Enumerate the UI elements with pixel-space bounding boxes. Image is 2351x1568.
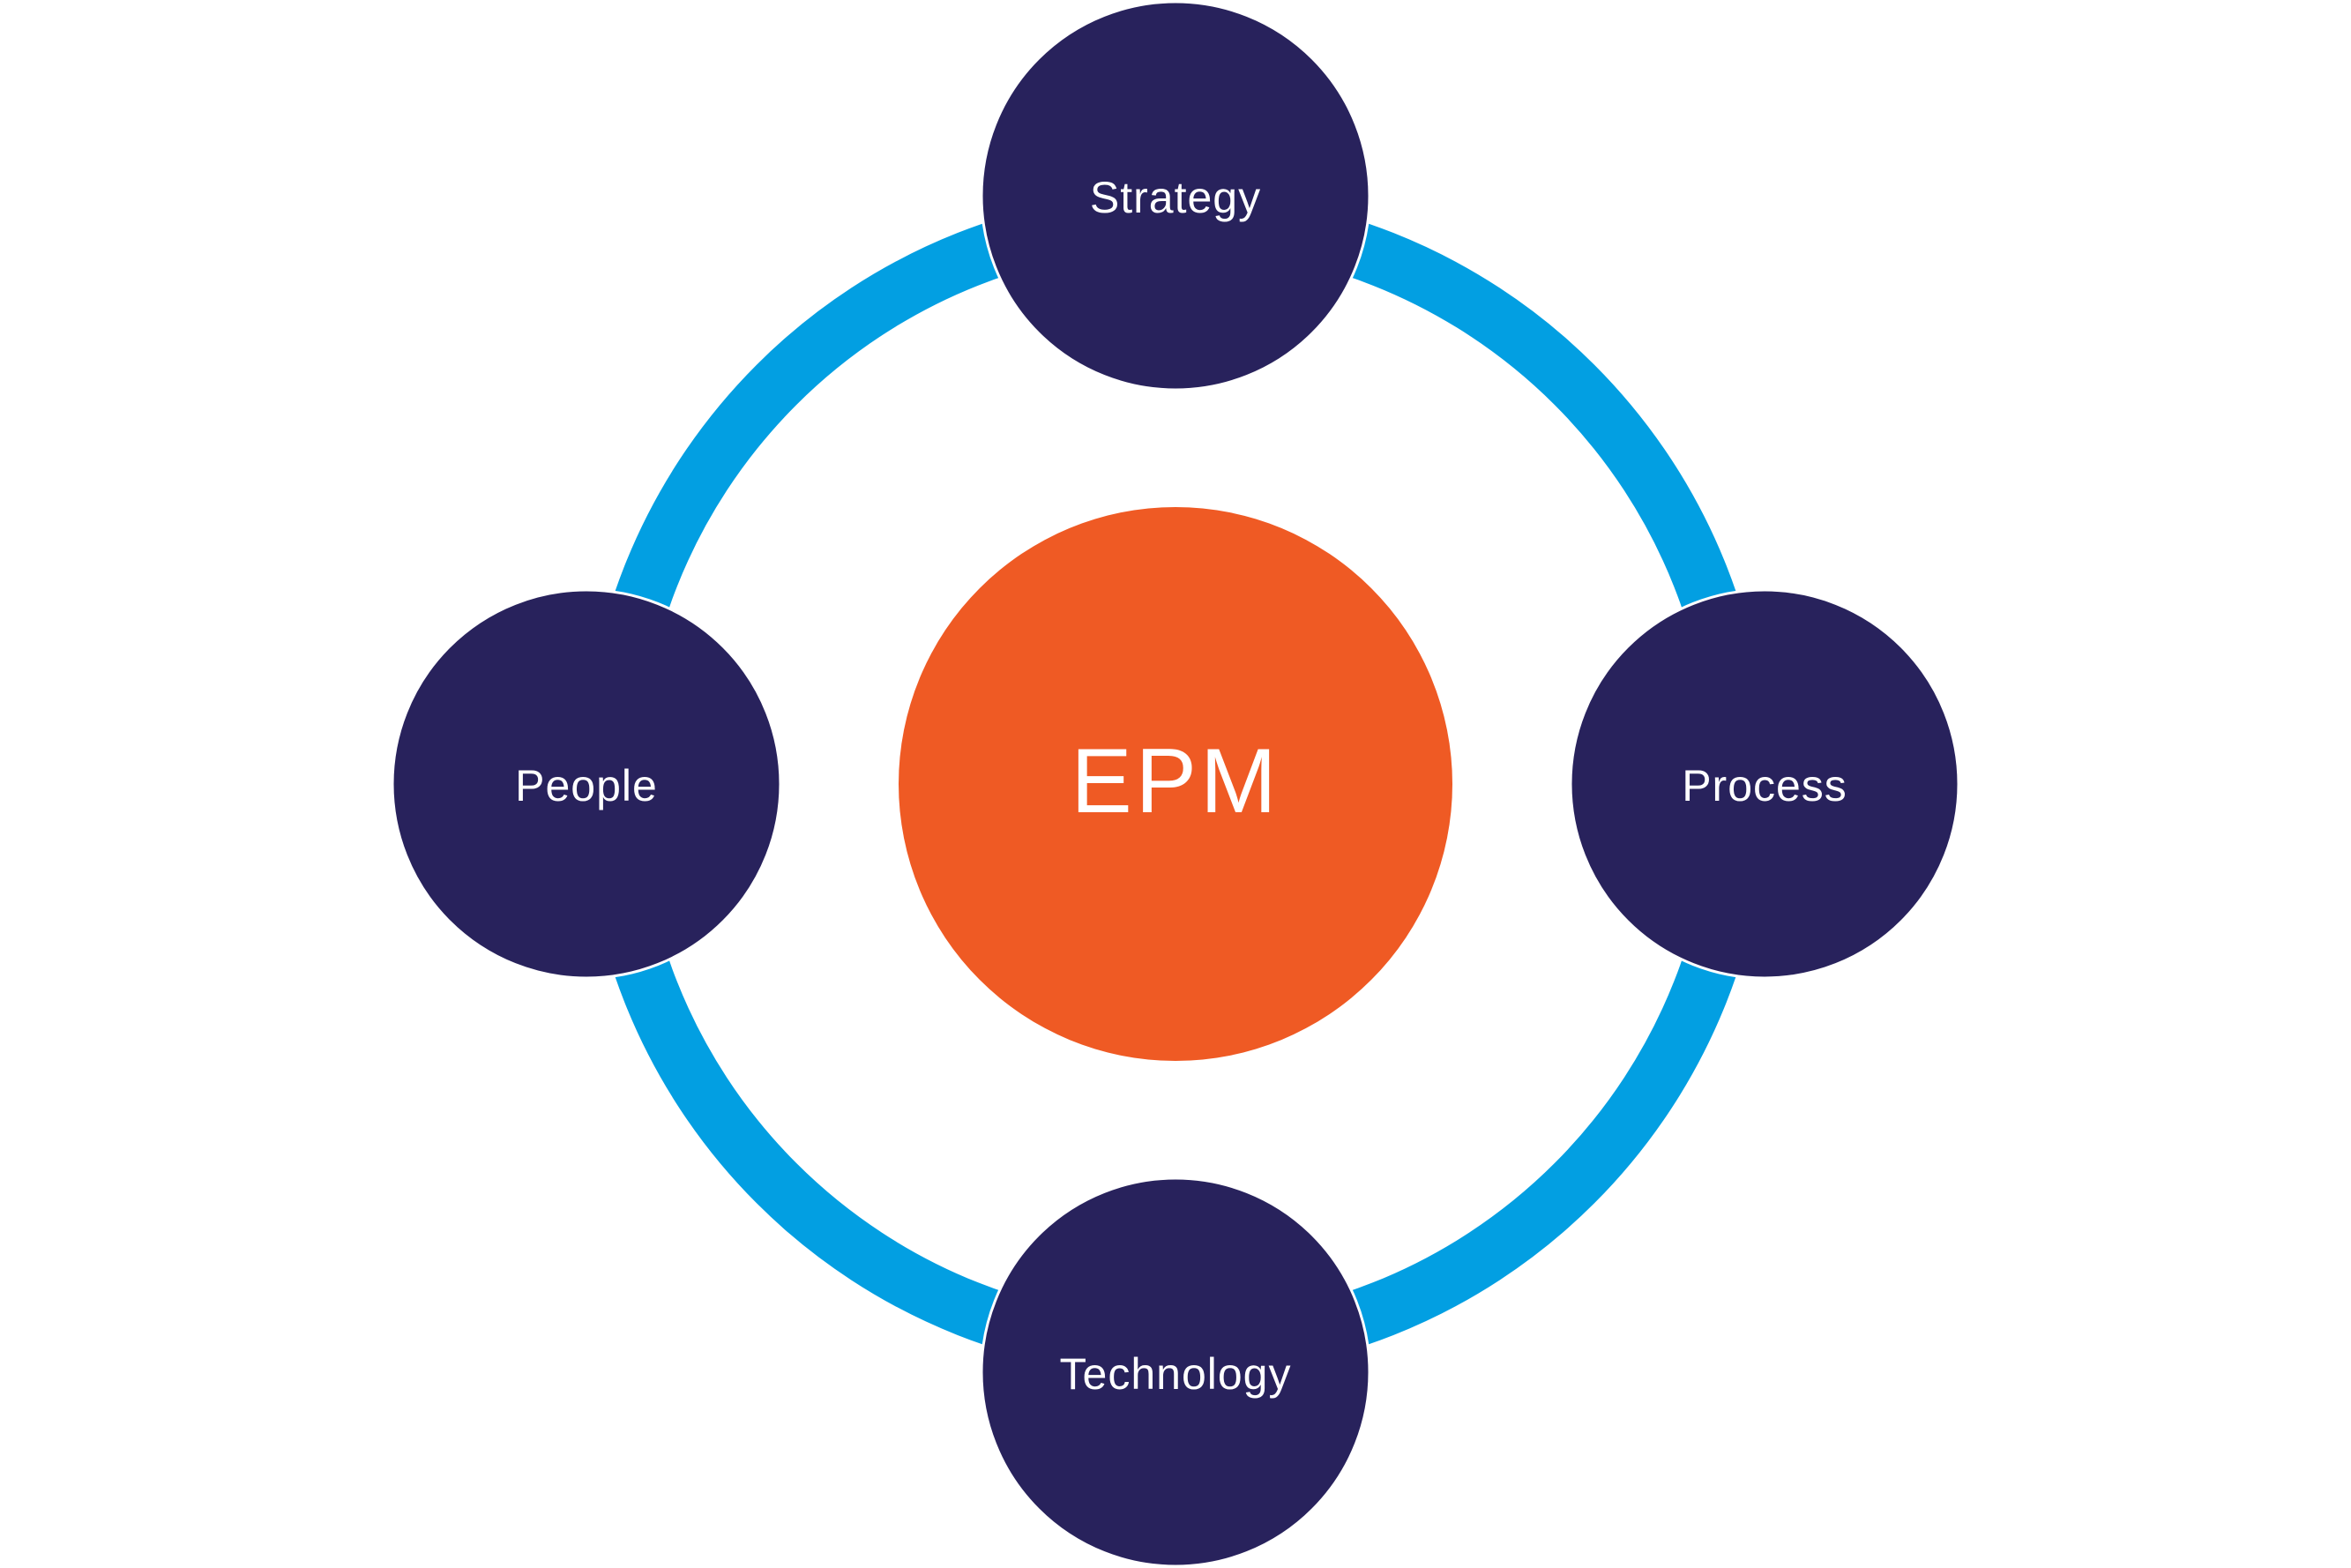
node-people-label: People	[515, 761, 658, 810]
node-process: Process	[1569, 588, 1960, 980]
node-people: People	[391, 588, 782, 980]
center-node-circle	[899, 507, 1452, 1061]
node-strategy-label: Strategy	[1090, 173, 1261, 222]
node-strategy: Strategy	[980, 0, 1371, 392]
node-technology: Technology	[980, 1176, 1371, 1568]
node-people-circle	[391, 588, 782, 980]
center-node-label: EPM	[1071, 730, 1280, 833]
node-process-label: Process	[1682, 761, 1847, 810]
node-process-circle	[1569, 588, 1960, 980]
node-strategy-circle	[980, 0, 1371, 392]
node-technology-label: Technology	[1060, 1349, 1292, 1399]
node-technology-circle	[980, 1176, 1371, 1568]
center-node-epm: EPM	[899, 507, 1452, 1061]
